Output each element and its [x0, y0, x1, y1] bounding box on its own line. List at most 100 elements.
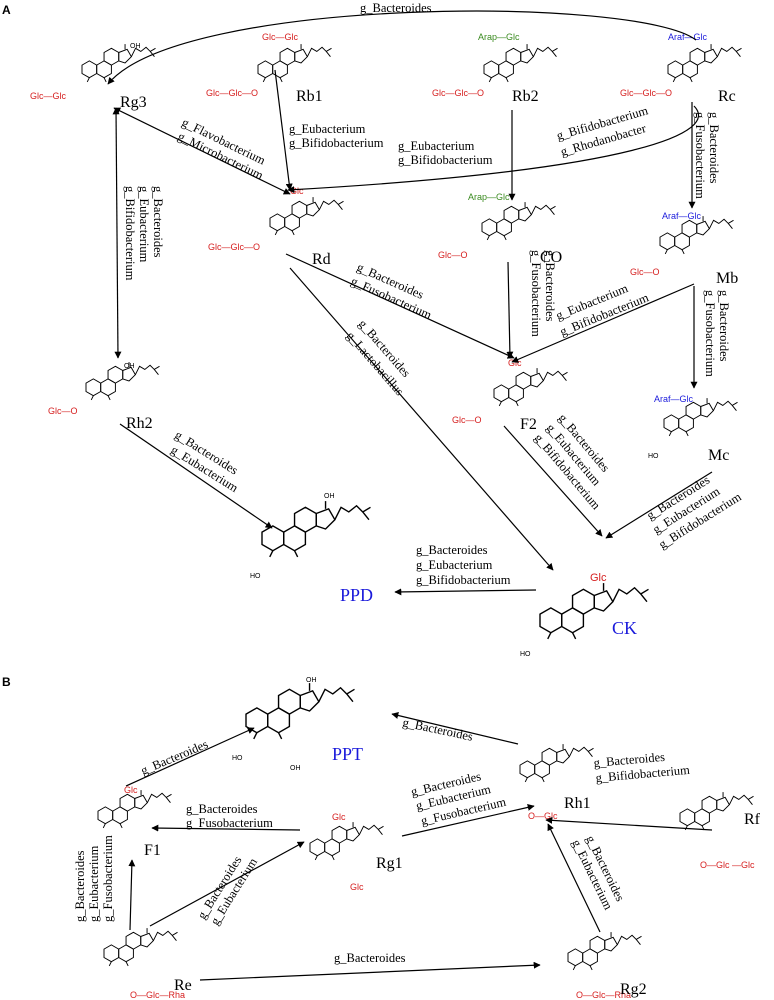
co-bottom-sugar: Glc—O — [438, 250, 468, 260]
structure-rf: O—Glc —Glc — [679, 791, 755, 870]
rg1-bottom-sugar: Glc — [350, 882, 364, 892]
label-mb: Mb — [716, 270, 738, 287]
mb-top-sugar: Araf—Glc — [662, 211, 702, 221]
label-rh1: Rh1 — [564, 795, 591, 812]
lbl-re-f1-fus: g_Fusobacterium — [101, 835, 115, 922]
svg-text:HO: HO — [520, 651, 531, 658]
svg-text:HO: HO — [250, 573, 261, 580]
label-rd: Rd — [312, 251, 331, 268]
rg2-sugar: O—Glc—Rha — [576, 990, 631, 1000]
label-rh2: Rh2 — [126, 415, 153, 432]
structure-rd: Glc Glc—Glc—O — [208, 186, 344, 252]
structure-co: Arap—Glc Glc—O — [438, 192, 556, 260]
lbl-ck-ppd-eub: g_Eubacterium — [416, 558, 493, 572]
lbl-rb1-bif: g_Bifidobacterium — [289, 136, 384, 150]
lbl-rb1-eub: g_Eubacterium — [289, 122, 366, 136]
structure-rc: Araf—Glc Glc—Glc—O — [620, 32, 742, 98]
rc-top-sugar: Araf—Glc — [668, 32, 708, 42]
structure-rg2: O—Glc—Rha — [567, 931, 642, 1000]
rb1-bottom-sugar: Glc—Glc—O — [206, 88, 258, 98]
label-rb1: Rb1 — [296, 88, 323, 105]
label-re: Re — [174, 977, 192, 994]
rb1-top-sugar: Glc—Glc — [262, 32, 299, 42]
lbl-mb-mc-fus: g_Fusobacterium — [703, 290, 717, 377]
label-ppd: PPD — [340, 585, 373, 605]
structure-f2: Glc Glc—O — [452, 358, 568, 425]
f2-bottom-sugar: Glc—O — [452, 415, 482, 425]
svg-text:OH: OH — [290, 765, 301, 772]
structure-f1: Glc — [97, 785, 172, 829]
structure-ppt: HO OH OH — [232, 677, 356, 772]
rc-bottom-sugar: Glc—Glc—O — [620, 88, 672, 98]
label-co: CO — [540, 249, 562, 266]
rf-sugar: O—Glc —Glc — [700, 860, 755, 870]
panel-b-arrows — [125, 712, 713, 981]
rh1-sugar: O—Glc — [528, 811, 558, 821]
lbl-rg3-rh2-bac: g_Bacteroides — [151, 186, 165, 258]
rb2-bottom-sugar: Glc—Glc—O — [432, 88, 484, 98]
panel-b-label: B — [2, 675, 11, 689]
lbl-rg3-rh2-eub: g_Eubacterium — [137, 186, 151, 263]
lbl-f1-ppt: g_Bacteroides — [139, 737, 210, 778]
rb2-top-sugar: Arap—Glc — [478, 32, 520, 42]
rd-bottom-sugar: Glc—Glc—O — [208, 242, 260, 252]
label-f2: F2 — [520, 416, 537, 433]
mc-top-sugar: Araf—Glc — [654, 394, 694, 404]
structure-ck: Glc HO — [520, 572, 650, 658]
label-ppt: PPT — [332, 744, 363, 764]
lbl-mb-mc-bac: g_Bacteroides — [717, 290, 731, 362]
structure-ppd: HO OH — [250, 493, 372, 580]
panel-a-arrows — [107, 10, 713, 596]
structure-rg3: Glc—Glc OH — [30, 43, 156, 101]
structure-rb1: Glc—Glc Glc—Glc—O — [206, 32, 332, 98]
label-ck: CK — [612, 618, 637, 638]
f2-top-sugar: Glc — [508, 358, 522, 368]
svg-text:OH: OH — [130, 43, 141, 50]
lbl-ck-ppd-bif: g_Bifidobacterium — [416, 573, 511, 587]
structure-rh1: O—Glc — [519, 743, 594, 821]
lbl-rh1-ppt: g_Bacteroides — [401, 715, 474, 744]
lbl-rc-mb-bac: g_Bacteroides — [707, 112, 721, 184]
lbl-rg1-f1-bac: g_Bacteroides — [186, 802, 258, 816]
svg-text:HO: HO — [232, 755, 243, 762]
lbl-re-rg2: g_Bacteroides — [334, 951, 406, 965]
lbl-rb2-eub: g_Eubacterium — [398, 139, 475, 153]
structure-rg1: Glc Glc — [309, 812, 384, 892]
label-rg2: Rg2 — [620, 981, 647, 998]
label-rf: Rf — [744, 811, 761, 828]
lbl-rc-rg3: g_Bacteroides — [360, 1, 432, 15]
structure-mc: Araf—Glc HO — [648, 394, 738, 460]
lbl-co-f2-fus: g_Fusobacterium — [529, 250, 543, 337]
rh2-sugar: Glc—O — [48, 406, 78, 416]
svg-text:OH: OH — [124, 363, 135, 370]
svg-text:HO: HO — [648, 453, 659, 460]
panel-a-label: A — [2, 3, 11, 17]
ck-top-sugar: Glc — [590, 572, 607, 584]
structure-mb: Araf—Glc Glc—O — [630, 211, 734, 277]
label-f1: F1 — [144, 842, 161, 859]
label-rg3: Rg3 — [120, 94, 147, 111]
lbl-rc-mb-fus: g_Fusobacterium — [693, 112, 707, 199]
lbl-re-f1-eub: g_Eubacterium — [87, 845, 101, 922]
svg-text:OH: OH — [324, 493, 335, 500]
label-mc: Mc — [708, 447, 729, 464]
lbl-ck-ppd-bac: g_Bacteroides — [416, 543, 488, 557]
rg3-sugar: Glc—Glc — [30, 91, 67, 101]
re-sugar: O—Glc—Rha — [130, 990, 185, 1000]
lbl-rg3-rh2-bif: g_Bifidobacterium — [123, 186, 137, 281]
label-rb2: Rb2 — [512, 88, 539, 105]
co-top-sugar: Arap—Glc — [468, 192, 510, 202]
mb-bottom-sugar: Glc—O — [630, 267, 660, 277]
label-rg1: Rg1 — [376, 855, 403, 872]
rg1-top-sugar: Glc — [332, 812, 346, 822]
structure-re: O—Glc—Rha — [103, 927, 185, 1000]
structure-rb2: Arap—Glc Glc—Glc—O — [432, 32, 558, 98]
f1-sugar: Glc — [124, 785, 138, 795]
svg-text:OH: OH — [306, 677, 317, 684]
lbl-rf-rh1-bac: g_Bacteroides — [593, 750, 666, 770]
lbl-co-f2-bac: g_Bacteroides — [543, 250, 557, 322]
structure-rh2: Glc—O OH — [48, 361, 160, 416]
label-rc: Rc — [718, 88, 736, 105]
lbl-re-f1-bac: g_Bacteroides — [73, 850, 87, 922]
